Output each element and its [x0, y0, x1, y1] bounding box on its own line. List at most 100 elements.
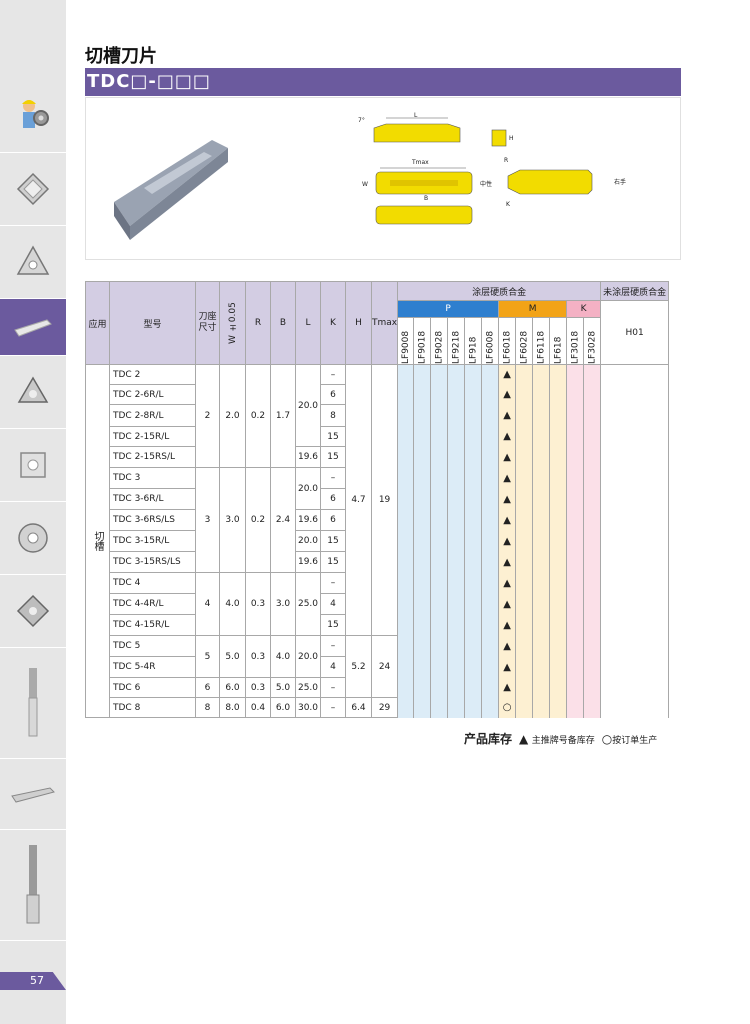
grade-header: LF6018: [498, 317, 516, 365]
end-mill-icon: [28, 668, 38, 737]
grade-cell: [515, 677, 534, 698]
header-model: 型号: [109, 281, 196, 365]
grade-cell: [583, 488, 602, 510]
model-cell: TDC 3-15R/L: [109, 530, 196, 552]
l-cell: 19.6: [295, 509, 321, 531]
grade-cell: [447, 488, 466, 510]
boring-bar-icon: [11, 787, 55, 803]
grade-cell: [413, 656, 432, 678]
grade-cell: [481, 593, 500, 615]
trigon-insert-icon: [16, 245, 50, 275]
sidebar-item-square-insert[interactable]: [0, 153, 66, 226]
grade-cell: [397, 697, 415, 718]
grade-cell: [464, 364, 483, 385]
grade-cell: [515, 364, 534, 385]
grade-cell: [430, 697, 449, 718]
round-insert-icon: [18, 523, 48, 553]
grade-header: LF6008: [481, 317, 499, 365]
grade-cell: [430, 656, 449, 678]
grade-cell: ▲: [498, 593, 517, 615]
w-cell: 4.0: [219, 572, 246, 636]
sidebar: [0, 0, 66, 1024]
grade-cell: [413, 364, 432, 385]
grade-cell: [549, 551, 568, 573]
grade-cell: [566, 446, 585, 468]
grade-cell: [447, 467, 466, 489]
k-cell: –: [320, 467, 346, 489]
grade-cell: [532, 572, 551, 594]
l-cell: 20.0: [295, 364, 321, 447]
sidebar-item-boring-bar[interactable]: [0, 759, 66, 830]
grade-cell: [464, 551, 483, 573]
sidebar-item-round-insert[interactable]: [0, 502, 66, 575]
k-cell: 4: [320, 656, 346, 678]
model-cell: TDC 3: [109, 467, 196, 489]
grade-cell: [464, 635, 483, 657]
grade-h01-cell: [600, 488, 670, 510]
k-cell: 15: [320, 614, 346, 636]
grade-cell: [397, 364, 415, 385]
grade-cell: [481, 677, 500, 698]
grade-cell: ▲: [498, 572, 517, 594]
grade-cell: [583, 426, 602, 447]
sidebar-item-drill[interactable]: [0, 830, 66, 941]
grade-cell: [549, 656, 568, 678]
grade-cell: [532, 656, 551, 678]
seat-cell: 4: [195, 572, 220, 636]
grade-cell: [464, 572, 483, 594]
grade-cell: [532, 426, 551, 447]
grade-cell: [481, 426, 500, 447]
grade-cell: [430, 446, 449, 468]
header-seat: 刀座尺寸: [195, 281, 220, 365]
grade-header: LF9008: [397, 317, 414, 365]
grade-cell: [566, 551, 585, 573]
grade-cell: ▲: [498, 364, 517, 385]
sidebar-item-grooving-insert[interactable]: [0, 299, 66, 356]
b-cell: 3.0: [270, 572, 296, 636]
grade-cell: [413, 384, 432, 405]
grade-cell: [515, 509, 534, 531]
sidebar-item-end-mill[interactable]: [0, 648, 66, 759]
sidebar-item-threading-insert[interactable]: [0, 356, 66, 429]
sidebar-item-triangle-insert[interactable]: [0, 226, 66, 299]
stock-symbol: ▲: [519, 732, 529, 746]
k-label: K: [506, 201, 511, 208]
grade-cell: [515, 635, 534, 657]
neutral-label: 中性: [480, 180, 492, 188]
grade-cell: [515, 593, 534, 615]
grade-cell: [397, 551, 415, 573]
grade-cell: [397, 572, 415, 594]
group-m: M: [498, 300, 568, 318]
header-b: B: [270, 281, 296, 365]
grade-header: LF618: [549, 317, 567, 365]
h-label: H: [509, 135, 514, 142]
grade-cell: [583, 384, 602, 405]
grooving-insert-icon: [14, 319, 52, 337]
sidebar-item-worker[interactable]: [0, 80, 66, 153]
model-cell: TDC 3-6RS/LS: [109, 509, 196, 531]
sidebar-item-milling-insert[interactable]: [0, 429, 66, 502]
grade-h01: H01: [600, 300, 670, 365]
grade-cell: [532, 384, 551, 405]
header-l: L: [295, 281, 321, 365]
grade-h01-cell: [600, 697, 670, 718]
sidebar-item-face-mill-insert[interactable]: [0, 575, 66, 648]
grade-cell: [549, 446, 568, 468]
threading-insert-icon: [17, 376, 49, 403]
grade-cell: [430, 488, 449, 510]
l-cell: 30.0: [295, 697, 321, 718]
seat-cell: 6: [195, 677, 220, 698]
grade-cell: [566, 384, 585, 405]
grade-cell: [464, 426, 483, 447]
b-cell: 5.0: [270, 677, 296, 698]
grade-h01-cell: [600, 509, 670, 531]
grade-cell: [397, 677, 415, 698]
grade-cell: [447, 384, 466, 405]
grade-cell: [549, 467, 568, 489]
grade-cell: [566, 614, 585, 636]
grade-cell: [413, 551, 432, 573]
grade-cell: [397, 446, 415, 468]
l-cell: 20.0: [295, 530, 321, 552]
